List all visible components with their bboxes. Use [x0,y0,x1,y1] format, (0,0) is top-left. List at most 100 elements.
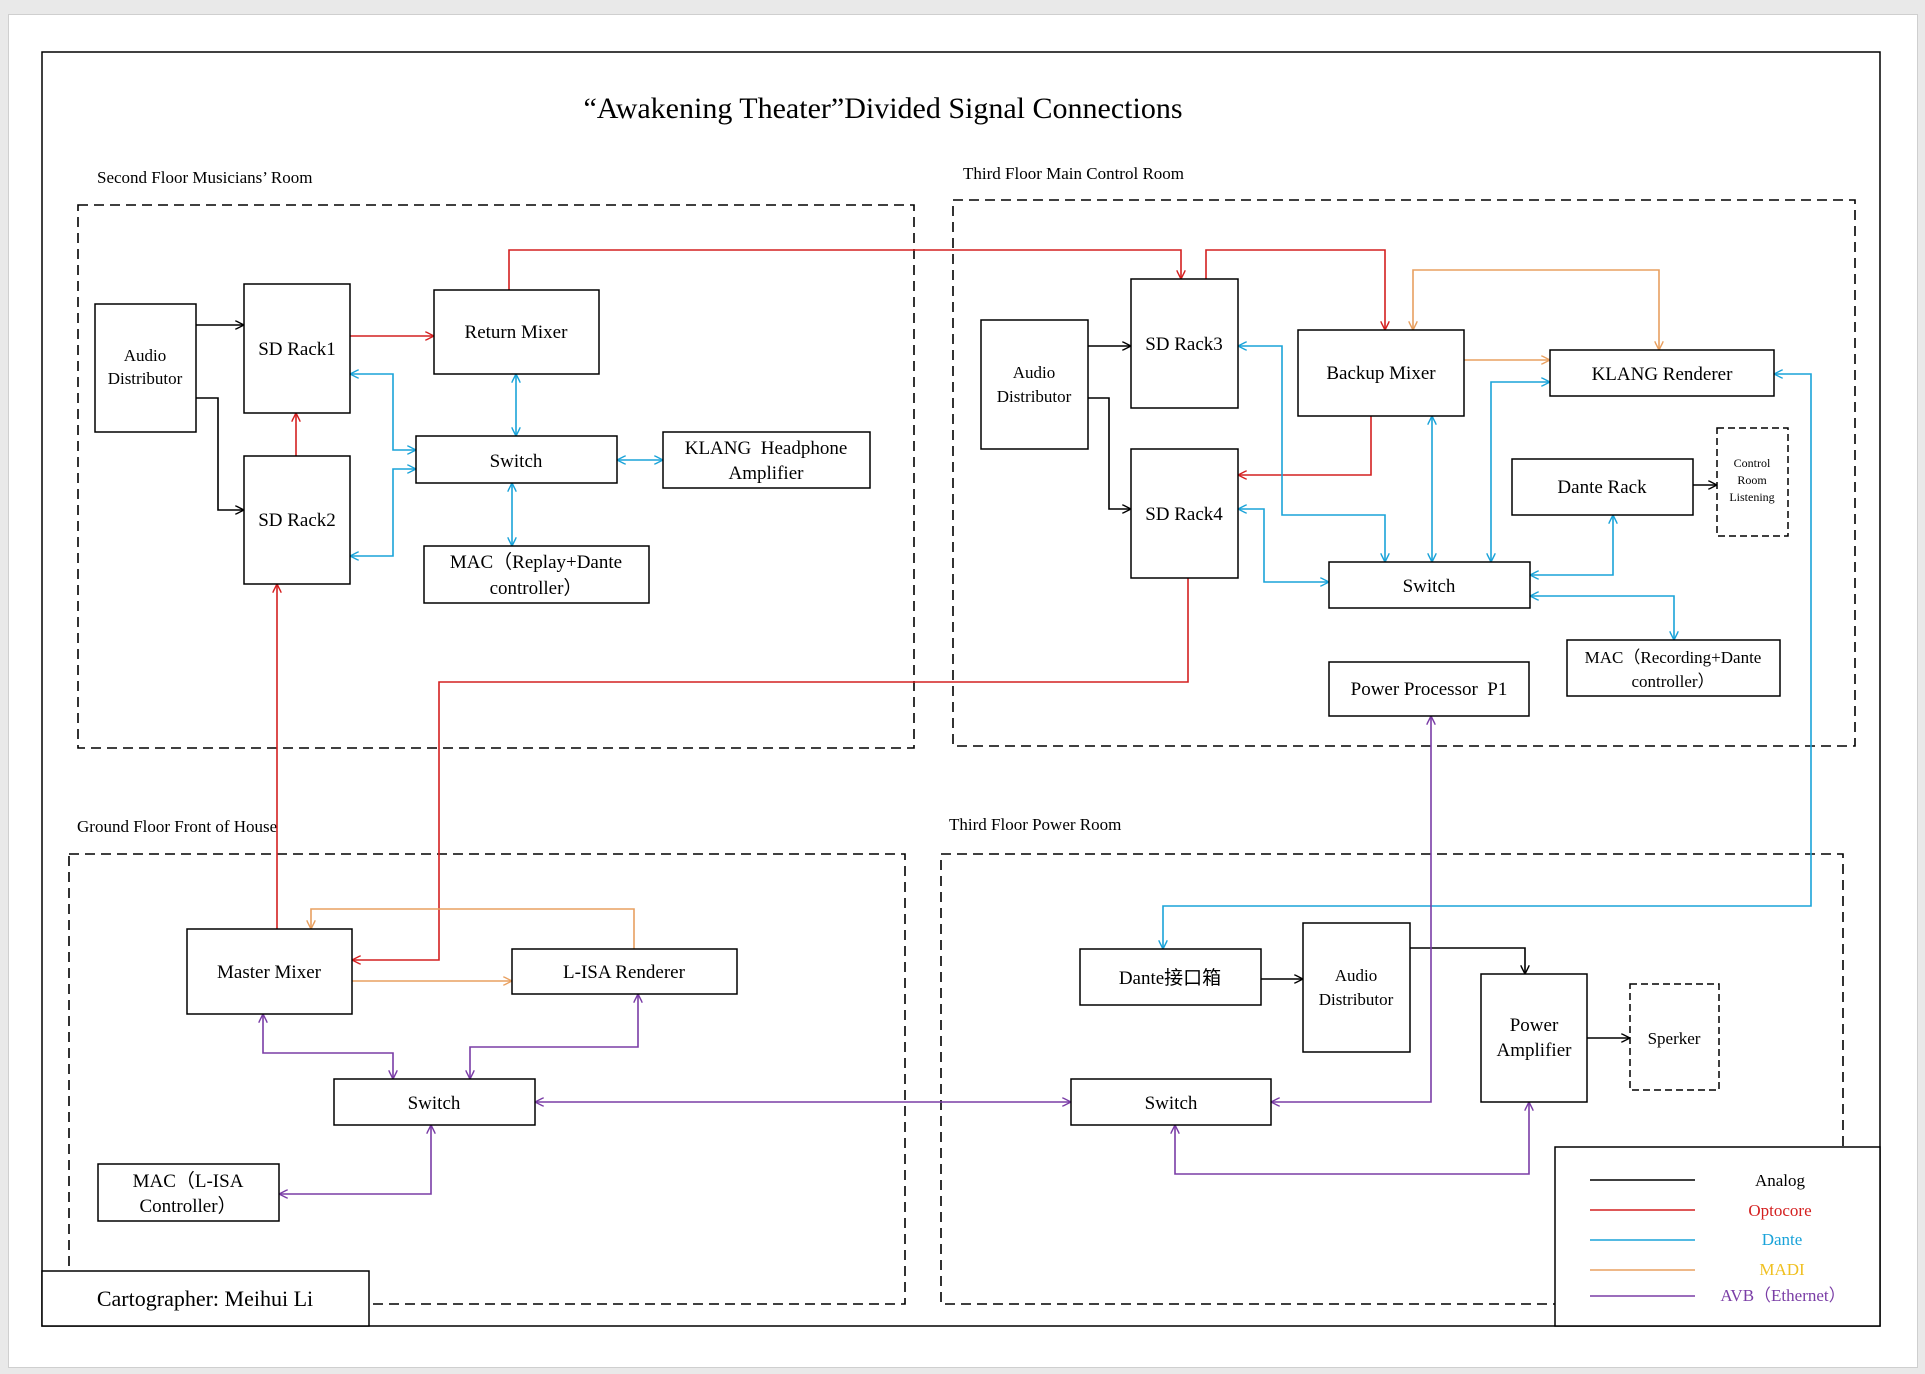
backup-mixer: Backup Mixer [1297,329,1465,417]
svg-text:Return Mixer: Return Mixer [465,322,569,343]
l-isa-renderer: L-ISA Renderer [511,948,738,995]
region-label-control: Third Floor Main Control Room [963,164,1184,183]
wire-avb-switch3-mac3 [279,1125,431,1194]
wire-dante-switch1-rack2 [350,469,416,556]
dante-rack: Dante Rack [1511,458,1694,516]
svg-text:Dante接口箱: Dante接口箱 [1119,967,1221,989]
svg-text:SD Rack3: SD Rack3 [1145,334,1223,355]
svg-text:Power Processor P1: Power Processor P1 [1351,679,1508,700]
svg-text:SD Rack2: SD Rack2 [258,510,336,531]
wire-avb-switch4-amp [1175,1102,1529,1175]
switch-power-room: Switch [1070,1078,1272,1126]
wire-madi-lisa-master [311,908,635,949]
svg-text:Amplifier: Amplifier [729,463,805,484]
region-label-power: Third Floor Power Room [949,815,1121,834]
dante-interface-box: Dante接口箱 [1079,948,1262,1006]
svg-text:KLANG Renderer: KLANG Renderer [1592,364,1734,385]
outer-frame [41,51,1881,1327]
legend-label-optocore: Optocore [1748,1201,1811,1220]
svg-text:SD Rack1: SD Rack1 [258,339,336,360]
legend-label-dante: Dante [1762,1230,1803,1249]
audio-distributor-3: Audio Distributor [1302,922,1411,1053]
mac-replay-dante-controller: MAC（Replay+Dante controller） [423,545,650,604]
wire-analog-ad3-amp [1410,947,1525,974]
svg-text:Switch: Switch [1403,576,1456,597]
svg-text:controller）: controller） [1631,672,1714,691]
legend-label-analog: Analog [1755,1171,1806,1190]
switch-musicians: Switch [415,435,618,484]
svg-text:Control: Control [1734,456,1771,470]
svg-text:Audio: Audio [1013,363,1056,382]
svg-text:Master Mixer: Master Mixer [217,962,322,983]
svg-text:SD Rack4: SD Rack4 [1145,504,1223,525]
sd-rack-4: SD Rack4 [1130,448,1239,579]
svg-text:MAC（Replay+Dante: MAC（Replay+Dante [450,551,622,573]
sd-rack-2: SD Rack2 [243,455,351,585]
switch-control: Switch [1328,561,1531,609]
region-front-of-house: Ground Floor Front of House [68,817,906,1305]
sd-rack-1: SD Rack1 [243,283,351,414]
sd-rack-3: SD Rack3 [1130,278,1239,409]
svg-text:Distributor: Distributor [997,387,1072,406]
region-label-musicians: Second Floor Musicians’ Room [97,168,312,187]
svg-text:MAC（L-ISA: MAC（L-ISA [133,1170,244,1192]
klang-renderer: KLANG Renderer [1549,349,1775,397]
svg-text:Distributor: Distributor [1319,990,1394,1009]
svg-text:Dante Rack: Dante Rack [1557,477,1647,498]
audio-distributor-1: Audio Distributor [94,303,197,433]
klang-headphone-amplifier: KLANG Headphone Amplifier [662,431,871,489]
legend-label-madi: MADI [1759,1260,1805,1279]
svg-text:Switch: Switch [1145,1093,1198,1114]
audio-distributor-2: Audio Distributor [980,319,1089,450]
wire-opto-rack4-master [352,578,1189,960]
nodes: Audio Distributor SD Rack1 SD Rack2 Retu… [94,278,1789,1222]
legend-label-avb: AVB（Ethernet） [1720,1286,1845,1305]
wire-dante-switch2-mac2 [1530,596,1674,640]
svg-text:Audio: Audio [1335,966,1378,985]
wire-avb-lisa-switch3 [470,994,638,1079]
region-label-foh: Ground Floor Front of House [77,817,277,836]
svg-text:Sperker: Sperker [1648,1029,1701,1048]
region-main-control-room: Third Floor Main Control Room [952,164,1856,747]
wire-dante-switch2-danterack [1530,515,1613,575]
wire-opto-backup-rack4 [1238,416,1372,475]
svg-text:Backup Mixer: Backup Mixer [1326,363,1436,384]
diagram-title: “Awakening Theater”Divided Signal Connec… [583,92,1182,125]
wire-dante-switch1-rack1 [350,374,416,450]
region-musicians-room: Second Floor Musicians’ Room [77,168,915,749]
control-room-listening: Control Room Listening [1716,427,1789,537]
svg-text:Distributor: Distributor [108,369,183,388]
power-processor-p1: Power Processor P1 [1328,661,1530,717]
master-mixer: Master Mixer [186,928,353,1015]
mac-recording-dante-controller: MAC（Recording+Dante controller） [1566,639,1781,697]
wire-avb-master-switch3 [263,1014,393,1079]
cartographer-box: Cartographer: Meihui Li [41,1270,370,1327]
cartographer-label: Cartographer: Meihui Li [97,1286,313,1311]
wire-opto-return-rack3 [508,249,1181,290]
svg-text:Controller）: Controller） [139,1195,236,1217]
speaker: Sperker [1629,983,1720,1091]
wire-analog-ad2-rack4 [1088,397,1131,509]
switch-foh: Switch [333,1078,536,1126]
return-mixer: Return Mixer [433,289,600,375]
svg-text:Audio: Audio [124,346,167,365]
svg-text:Room: Room [1737,473,1767,487]
wire-madi-backup-klang-top [1413,269,1659,350]
svg-text:Power: Power [1510,1015,1559,1036]
wire-opto-rack3-backup [1205,249,1385,330]
legend: Analog Optocore Dante MADI AVB（Ethernet） [1554,1146,1881,1327]
svg-text:Switch: Switch [408,1093,461,1114]
power-amplifier: Power Amplifier [1480,973,1588,1103]
mac-l-isa-controller: MAC（L-ISA Controller） [97,1163,280,1222]
svg-text:controller）: controller） [490,577,583,599]
svg-text:KLANG Headphone: KLANG Headphone [685,438,848,459]
svg-text:L-ISA Renderer: L-ISA Renderer [563,962,686,983]
wire-analog-ad1-rack2 [196,397,244,510]
wire-dante-klang-dantebox [1163,374,1812,949]
svg-text:MAC（Recording+Dante: MAC（Recording+Dante [1585,648,1762,667]
wire-dante-rack4-switch2 [1238,509,1329,582]
svg-text:Amplifier: Amplifier [1497,1040,1573,1061]
svg-text:Listening: Listening [1729,490,1774,504]
svg-text:Switch: Switch [490,451,543,472]
